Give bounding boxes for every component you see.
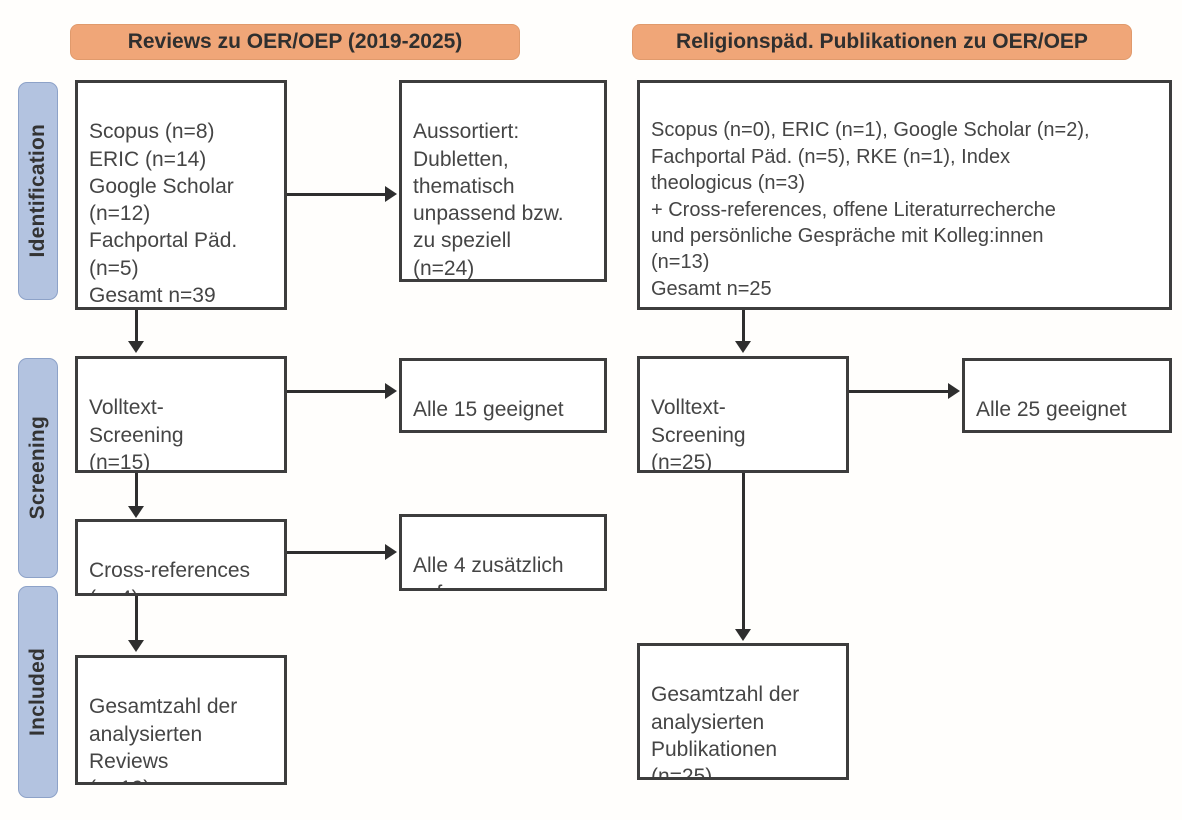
box-right-fulltext-screening-text: Volltext- Screening (n=25) xyxy=(651,396,746,473)
column-header-publications: Religionspäd. Publikationen zu OER/OEP xyxy=(632,24,1132,60)
box-right-fulltext-result: Alle 25 geeignet xyxy=(962,358,1172,433)
box-right-included: Gesamtzahl der analysierten Publikatione… xyxy=(637,643,849,780)
box-left-fulltext-screening-text: Volltext- Screening (n=15) xyxy=(89,396,184,473)
arrowhead-left-fulltext-to-crossref xyxy=(128,506,144,518)
box-left-fulltext-screening: Volltext- Screening (n=15) xyxy=(75,356,287,473)
connector-left-fulltext-to-result xyxy=(287,390,385,393)
arrowhead-left-fulltext-to-result xyxy=(385,383,397,399)
box-left-included-text: Gesamtzahl der analysierten Reviews (n=1… xyxy=(89,695,238,782)
connector-left-id-to-fulltext xyxy=(135,310,138,343)
box-left-cross-references: Cross-references (n=4) xyxy=(75,519,287,596)
connector-left-fulltext-to-crossref xyxy=(135,473,138,508)
box-left-cross-references-result: Alle 4 zusätzlich aufgenommen xyxy=(399,514,607,591)
column-header-reviews: Reviews zu OER/OEP (2019-2025) xyxy=(70,24,520,60)
connector-left-crossref-to-result xyxy=(287,551,385,554)
stage-label-screening: Screening xyxy=(18,358,58,578)
box-left-fulltext-result: Alle 15 geeignet xyxy=(399,358,607,433)
connector-left-id-to-excluded xyxy=(287,193,385,196)
box-right-included-text: Gesamtzahl der analysierten Publikatione… xyxy=(651,683,800,780)
stage-label-identification: Identification xyxy=(18,82,58,300)
arrowhead-left-id-to-fulltext xyxy=(128,341,144,353)
box-right-identification-sources-text: Scopus (n=0), ERIC (n=1), Google Scholar… xyxy=(651,119,1090,300)
arrowhead-right-fulltext-to-result xyxy=(948,383,960,399)
stage-label-included-text: Included xyxy=(26,648,49,736)
arrowhead-left-crossref-to-included xyxy=(128,640,144,652)
column-header-reviews-text: Reviews zu OER/OEP (2019-2025) xyxy=(127,30,463,53)
connector-right-fulltext-to-included xyxy=(742,473,745,631)
box-left-excluded-text: Aussortiert: Dubletten, thematisch unpas… xyxy=(413,120,564,280)
connector-right-fulltext-to-result xyxy=(849,390,950,393)
box-left-excluded: Aussortiert: Dubletten, thematisch unpas… xyxy=(399,80,607,282)
box-left-cross-references-text: Cross-references (n=4) xyxy=(89,559,251,593)
arrowhead-right-id-to-fulltext xyxy=(735,341,751,353)
connector-left-crossref-to-included xyxy=(135,596,138,642)
box-right-fulltext-screening: Volltext- Screening (n=25) xyxy=(637,356,849,473)
connector-right-id-to-fulltext xyxy=(742,310,745,343)
box-left-identification-sources: Scopus (n=8) ERIC (n=14) Google Scholar … xyxy=(75,80,287,310)
stage-label-identification-text: Identification xyxy=(26,124,49,258)
stage-label-included: Included xyxy=(18,586,58,798)
stage-label-screening-text: Screening xyxy=(26,416,49,520)
box-right-fulltext-result-text: Alle 25 geeignet xyxy=(976,398,1127,422)
box-left-included: Gesamtzahl der analysierten Reviews (n=1… xyxy=(75,655,287,785)
box-left-identification-sources-text: Scopus (n=8) ERIC (n=14) Google Scholar … xyxy=(89,120,238,308)
box-left-cross-references-result-text: Alle 4 zusätzlich aufgenommen xyxy=(413,554,564,588)
box-left-fulltext-result-text: Alle 15 geeignet xyxy=(413,398,564,422)
box-right-identification-sources: Scopus (n=0), ERIC (n=1), Google Scholar… xyxy=(637,80,1172,310)
arrowhead-left-crossref-to-result xyxy=(385,544,397,560)
column-header-publications-text: Religionspäd. Publikationen zu OER/OEP xyxy=(676,30,1088,53)
arrowhead-left-id-to-excluded xyxy=(385,186,397,202)
arrowhead-right-fulltext-to-included xyxy=(735,629,751,641)
